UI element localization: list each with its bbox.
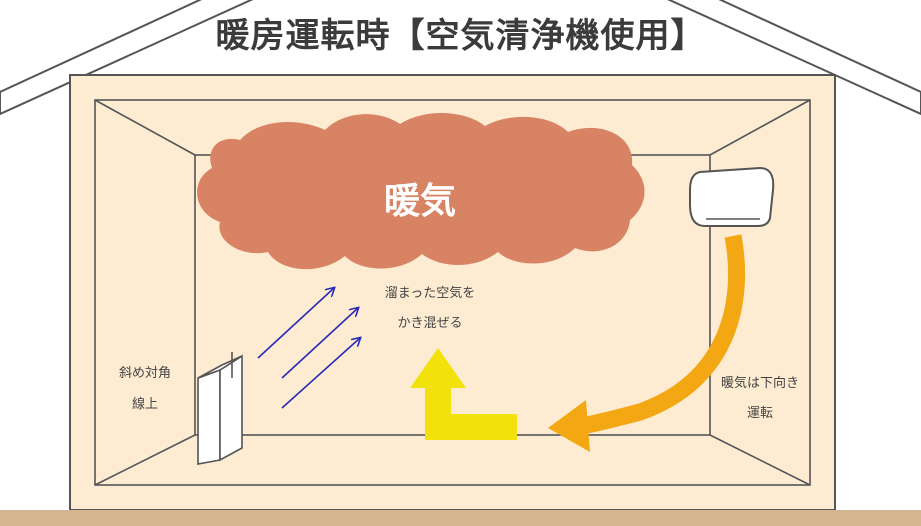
ground	[0, 510, 921, 526]
blue-airflow-arrows	[257, 288, 360, 409]
warm-air-cloud	[197, 112, 645, 270]
air-conditioner	[689, 166, 775, 227]
air-purifier	[197, 352, 243, 465]
mix-air-label-line2: かき混ぜる	[397, 316, 463, 331]
downward-operation-label-line1: 暖気は下向き	[720, 376, 799, 391]
page-title: 暖房運転時【空気清浄機使用】	[215, 16, 706, 56]
purifier-airflow-arrow	[410, 348, 517, 440]
diagonal-placement-label-line2: 線上	[131, 397, 158, 412]
diagonal-placement-label-line1: 斜め対角	[118, 366, 171, 381]
mix-air-label-line1: 溜まった空気を	[384, 286, 476, 301]
downward-operation-label-line2: 運転	[746, 406, 773, 421]
ac-airflow-arrow	[548, 234, 746, 452]
warm-air-label: 暖気	[383, 181, 456, 222]
